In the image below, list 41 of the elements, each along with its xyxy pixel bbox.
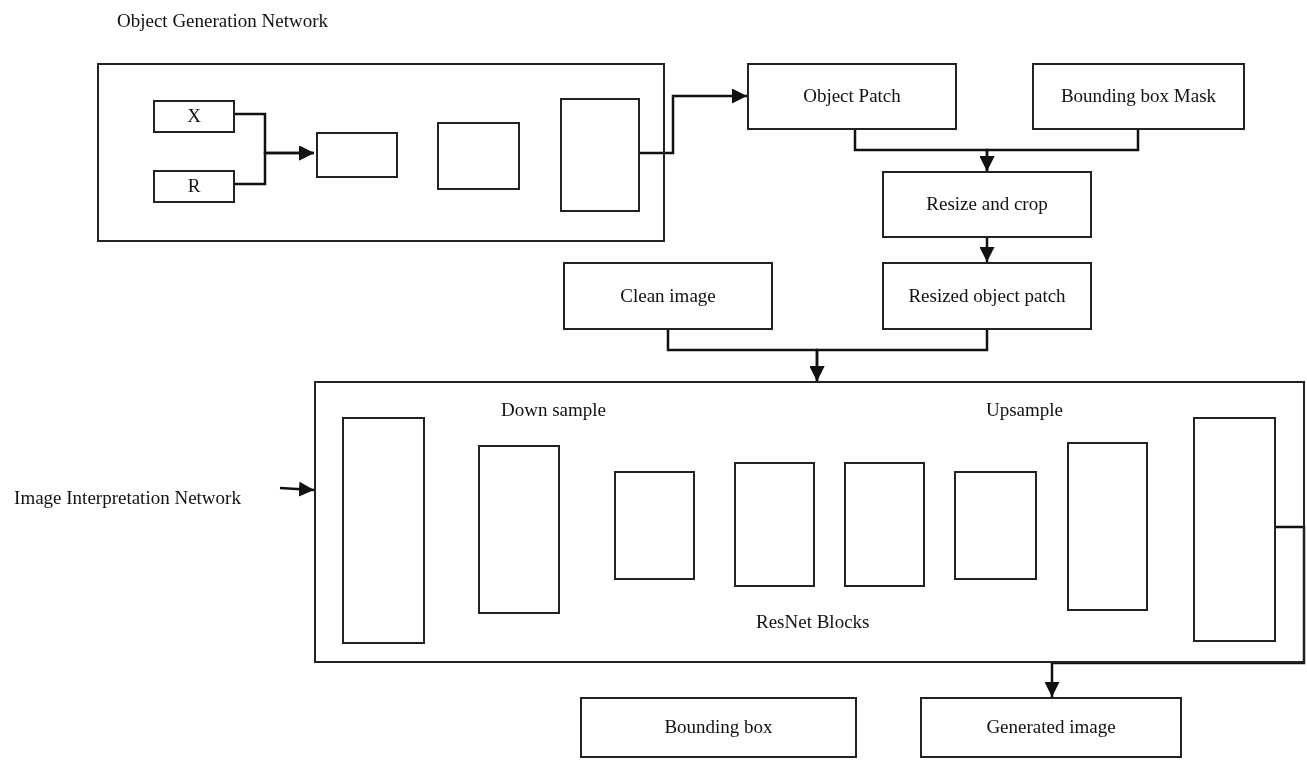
- arrow: [979, 130, 1140, 171]
- layer-box: [437, 122, 520, 190]
- process-box: [563, 262, 773, 330]
- input-label: Image Interpretation Network: [14, 486, 241, 510]
- process-box: [920, 697, 1182, 758]
- process-box: [882, 171, 1092, 238]
- section-label: Down sample: [501, 399, 606, 422]
- box-label: R: [187, 175, 201, 198]
- section-label: Upsample: [986, 399, 1064, 422]
- process-box: [580, 697, 857, 758]
- network-panel: [314, 381, 1305, 663]
- box-label: Bounding box Mask: [1060, 85, 1217, 108]
- box-label: Object Patch: [803, 85, 901, 108]
- box-label: Resize and crop: [926, 193, 1048, 216]
- layer-box: [316, 132, 398, 178]
- arrow: [279, 481, 315, 497]
- layer-box: [560, 98, 640, 212]
- panel-title: Object Generation Network: [117, 10, 329, 33]
- layer-box: [734, 462, 815, 587]
- process-box: [153, 170, 235, 203]
- layer-box: [1193, 417, 1276, 642]
- arrow: [809, 330, 989, 381]
- process-box: [153, 100, 235, 133]
- box-label: X: [187, 105, 201, 128]
- arrow: [979, 238, 995, 262]
- process-box: [882, 262, 1092, 330]
- layer-box: [342, 417, 425, 644]
- layer-box: [614, 471, 695, 580]
- layer-box: [478, 445, 560, 614]
- box-label: Bounding box: [664, 716, 773, 739]
- section-label: ResNet Blocks: [756, 611, 870, 634]
- process-box: [747, 63, 957, 130]
- layer-box: [1067, 442, 1148, 611]
- layer-box: [954, 471, 1037, 580]
- arrow: [233, 145, 314, 186]
- layer-box: [844, 462, 925, 587]
- box-label: Resized object patch: [908, 284, 1066, 308]
- box-label: Generated image: [986, 716, 1116, 739]
- box-label: Clean image: [620, 284, 716, 308]
- arrow: [638, 88, 747, 155]
- process-box: [1032, 63, 1245, 130]
